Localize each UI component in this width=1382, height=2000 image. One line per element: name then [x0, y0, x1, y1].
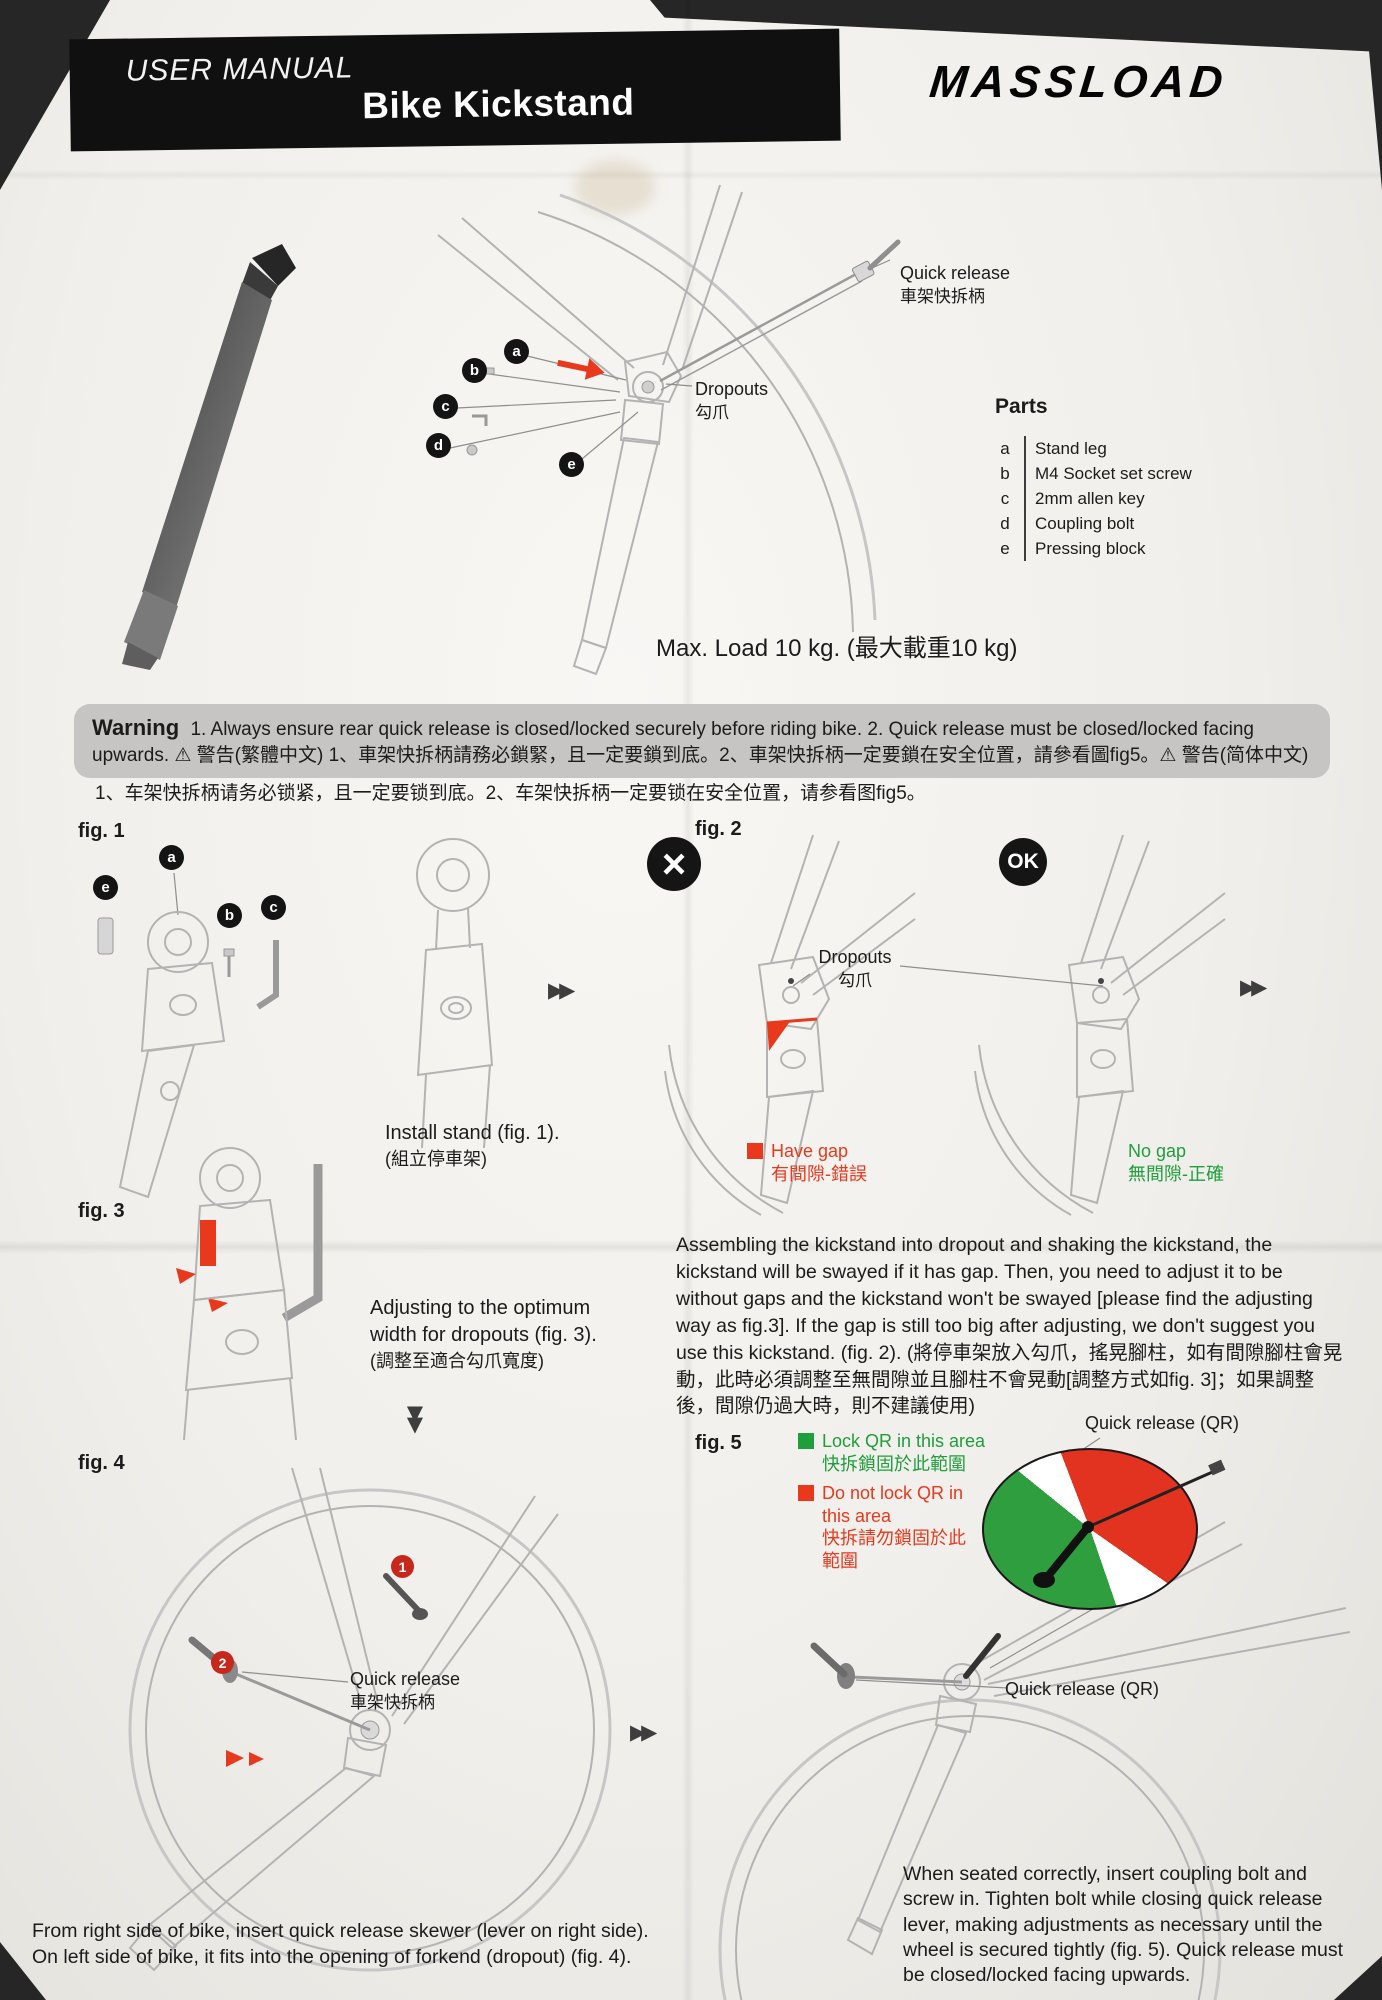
- callout-e: e: [559, 452, 584, 477]
- fold-line-horizontal-upper: [0, 170, 1382, 180]
- qr-label-top-fig5: Quick release (QR): [1085, 1413, 1240, 1433]
- kickstand-photo-illustration: [122, 244, 296, 670]
- fig1-caption: Install stand (fig. 1). (組立停車架): [385, 1122, 560, 1169]
- fig4-label: fig. 4: [78, 1452, 125, 1474]
- no-lock-qr-legend: Do not lock QR in this area 快拆請勿鎖固於此範圍: [798, 1482, 972, 1572]
- down-arrows-icon: ▶▶: [404, 1406, 428, 1429]
- fig1-callout-c: c: [261, 895, 286, 920]
- quick-release-label-fig4: Quick release 車架快拆柄: [350, 1669, 461, 1712]
- fig2-label: fig. 2: [695, 818, 742, 840]
- fig1-callout-e: e: [93, 875, 118, 900]
- red-arrow-icon: [557, 358, 605, 380]
- no-gap-legend: No gap 無間隙-正確: [1128, 1141, 1224, 1184]
- max-load-note: Max. Load 10 kg. (最大載重10 kg): [656, 635, 1018, 662]
- part-label: 2mm allen key: [1035, 489, 1145, 508]
- fig1-stand-diagram: [97, 872, 279, 1199]
- part-key: b: [1000, 464, 1010, 483]
- fast-forward-icon: ▶▶: [630, 1721, 657, 1744]
- have-gap-legend: Have gap 有間隙-錯誤: [747, 1140, 867, 1185]
- parts-title: Parts: [995, 395, 1048, 418]
- warning-title: Warning: [92, 715, 180, 740]
- parts-table: a b c d e Stand leg M4 Socket set screw …: [992, 436, 1192, 561]
- part-key: e: [1000, 539, 1010, 558]
- callout-a: a: [504, 339, 529, 364]
- allen-key-icon: [281, 1164, 323, 1322]
- header-bar: USER MANUAL Bike Kickstand: [69, 28, 841, 152]
- part-key: c: [1000, 489, 1010, 508]
- fig5-label: fig. 5: [695, 1432, 742, 1454]
- warning-box: Warning 1. Always ensure rear quick rele…: [74, 704, 1330, 779]
- warning-text: 1. Always ensure rear quick release is c…: [92, 719, 1309, 767]
- parts-key-column: a b c d e: [992, 436, 1018, 561]
- callout-d: d: [426, 433, 451, 458]
- photo-edge-right: [1368, 40, 1382, 190]
- fig3-adjust-diagram: [176, 1147, 323, 1441]
- dropouts-label-fig2: Dropouts 勾爪: [818, 947, 892, 990]
- part-label: M4 Socket set screw: [1035, 464, 1192, 483]
- part-label: Stand leg: [1035, 439, 1107, 458]
- fig5-caption: When seated correctly, insert coupling b…: [903, 1863, 1344, 1987]
- qr-lever-closed: [383, 1573, 421, 1613]
- callout-c: c: [433, 394, 458, 419]
- quick-release-label-top: Quick release 車架快拆柄: [900, 263, 1011, 306]
- part-key: a: [1000, 439, 1010, 458]
- parts-label-column: Stand leg M4 Socket set screw 2mm allen …: [1035, 436, 1192, 561]
- ok-mark-icon: OK: [999, 838, 1047, 886]
- assembly-diagram: [437, 184, 901, 676]
- fig1-callout-b: b: [217, 903, 242, 928]
- fig1-closeup-diagram: [416, 838, 494, 1149]
- parts-divider: [1024, 436, 1026, 561]
- page-title: Bike Kickstand: [361, 81, 635, 127]
- fig2-body-text: Assembling the kickstand into dropout an…: [676, 1234, 1343, 1418]
- part-key: d: [1000, 514, 1010, 533]
- step-callout-2: 2: [211, 1651, 234, 1674]
- lock-qr-legend: Lock QR in this area 快拆鎖固於此範圍: [798, 1430, 985, 1475]
- red-square-icon: [747, 1143, 763, 1159]
- pressing-block-highlight: [200, 1220, 216, 1266]
- dropouts-label-top: Dropouts 勾爪: [695, 379, 769, 422]
- fig3-caption: Adjusting to the optimum width for dropo…: [370, 1297, 597, 1371]
- fig1-label: fig. 1: [78, 820, 125, 842]
- gap-indicator: [767, 1020, 791, 1051]
- fast-forward-icon: ▶▶: [1240, 976, 1267, 999]
- warning-text-simplified: 1、车架快拆柄请务必锁紧，且一定要锁到底。2、车架快拆柄一定要锁在安全位置，请参…: [95, 783, 926, 804]
- red-square-icon: [798, 1485, 814, 1501]
- fig4-caption: From right side of bike, insert quick re…: [32, 1920, 649, 1969]
- fig2-pointer-lines: [792, 965, 1104, 987]
- qr-label-bottom-fig5: Quick release (QR): [1005, 1679, 1160, 1699]
- fig2-have-gap-diagram: [664, 834, 916, 1216]
- fig4-wheel-diagram: [128, 1467, 612, 1972]
- manual-label: USER MANUAL: [125, 51, 354, 88]
- fig5-frame-diagram: [718, 1437, 1351, 2000]
- qr-zone-lever-overlay: [1033, 1459, 1226, 1588]
- part-label: Coupling bolt: [1035, 514, 1135, 533]
- brand-logo: MASSLOAD: [927, 56, 1231, 107]
- part-label: Pressing block: [1035, 539, 1146, 558]
- fast-forward-icon: ▶▶: [548, 979, 575, 1002]
- green-square-icon: [798, 1433, 814, 1449]
- callout-b: b: [462, 358, 487, 383]
- fig2-no-gap-diagram: [974, 834, 1226, 1216]
- fig1-callout-a: a: [159, 845, 184, 870]
- step-callout-1: 1: [391, 1555, 414, 1578]
- fig3-label: fig. 3: [78, 1200, 125, 1222]
- wrong-mark-icon: ×: [647, 837, 701, 891]
